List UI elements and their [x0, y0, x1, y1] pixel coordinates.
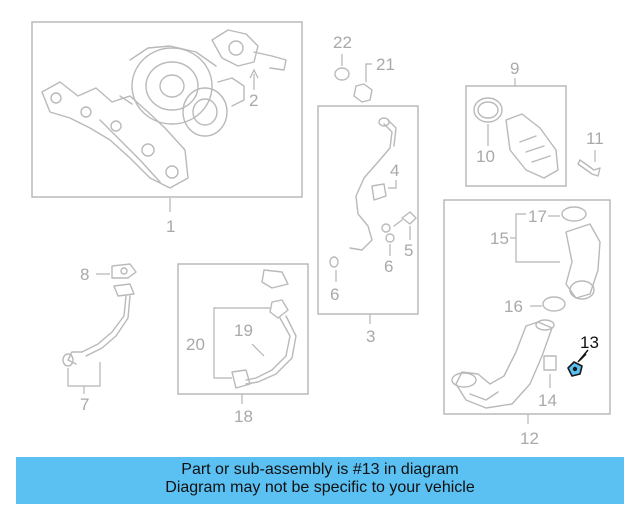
callout-13: 13: [580, 333, 599, 352]
callout-10: 10: [476, 147, 495, 166]
group-12-charge-pipe: 17 15 16 14 13 12: [443, 199, 611, 448]
callout-11: 11: [586, 129, 604, 148]
group-1-turbocharger: 2 1: [31, 21, 303, 236]
callout-12: 12: [520, 429, 539, 448]
callout-15: 15: [490, 229, 509, 248]
callout-7: 7: [80, 395, 89, 414]
group-box-18: [177, 263, 309, 395]
group-box-3: [317, 105, 419, 315]
callout-2: 2: [249, 91, 258, 110]
group-3-oil-line: 4 5 6 6 3: [317, 105, 419, 346]
callout-22: 22: [333, 33, 352, 52]
callout-16: 16: [504, 297, 523, 316]
callout-14: 14: [538, 391, 557, 410]
group-box-12: [443, 199, 611, 415]
callout-6-left: 6: [330, 285, 339, 304]
group-7-line: 8 7: [62, 263, 137, 414]
group-box-1: [31, 21, 303, 198]
callout-1: 1: [166, 217, 175, 236]
callout-20: 20: [186, 335, 205, 354]
group-9-intake-connector: 9 10 11: [465, 59, 604, 187]
info-banner: Part or sub-assembly is #13 in diagram D…: [16, 457, 624, 504]
callout-9: 9: [510, 59, 519, 78]
callout-8: 8: [80, 265, 89, 284]
callout-5: 5: [404, 241, 413, 260]
callout-4: 4: [390, 161, 399, 180]
part-13-highlighted[interactable]: [567, 353, 587, 377]
callout-18: 18: [234, 407, 253, 426]
callout-17: 17: [528, 207, 547, 226]
callout-6-right: 6: [384, 257, 393, 276]
group-box-9: [465, 85, 567, 187]
banner-line-1: Part or sub-assembly is #13 in diagram: [181, 461, 459, 478]
group-18-hose: 19 20 18: [177, 263, 309, 426]
parts-21-22: 22 21: [333, 33, 395, 103]
callout-19: 19: [234, 321, 253, 340]
callout-3: 3: [366, 327, 375, 346]
callout-21: 21: [376, 55, 395, 74]
banner-line-2: Diagram may not be specific to your vehi…: [165, 479, 475, 496]
